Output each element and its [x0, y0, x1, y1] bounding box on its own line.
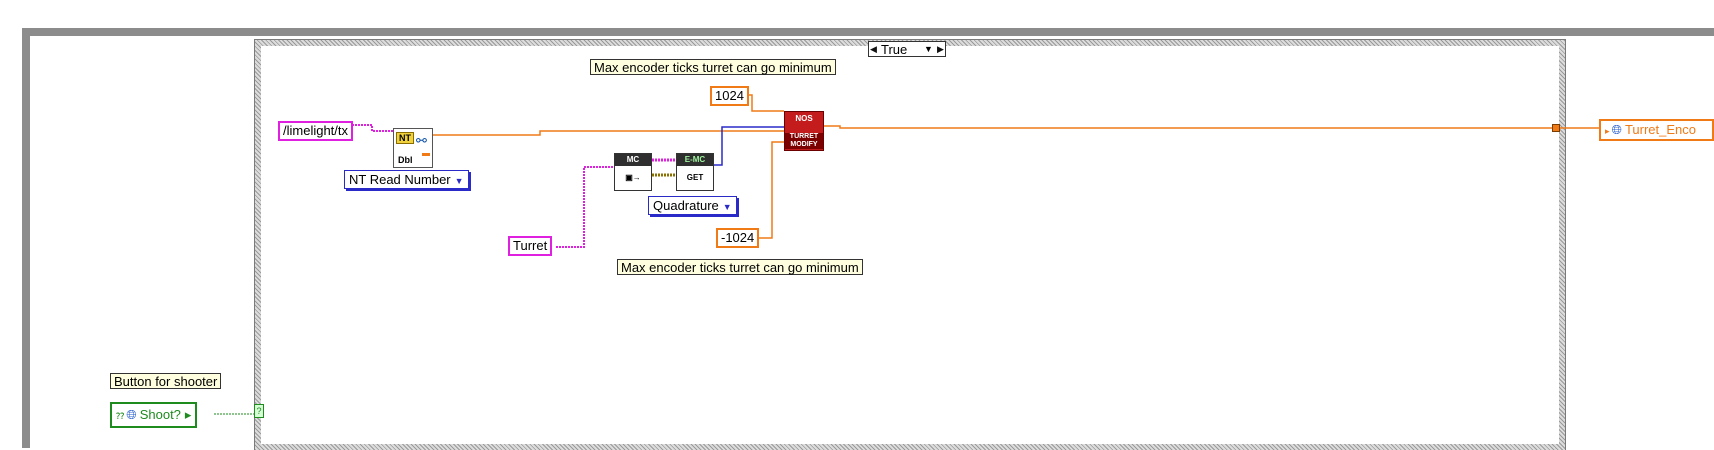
- shoot-control[interactable]: ⁇🌐︎Shoot?▸: [110, 402, 198, 428]
- network-icon: ⚯: [416, 133, 427, 148]
- motor-reference-node[interactable]: MC ▣→: [614, 153, 652, 191]
- encoder-get-label: GET: [686, 173, 704, 182]
- nos-header: NOS: [795, 114, 813, 123]
- case-prev-arrow-icon[interactable]: ◀: [870, 43, 877, 54]
- shoot-control-label: Shoot?: [139, 407, 181, 422]
- motor-reference-header: MC: [615, 154, 651, 166]
- output-tunnel[interactable]: [1552, 124, 1560, 132]
- chevron-down-icon: ▼: [454, 176, 464, 186]
- comment-button-shooter: Button for shooter: [110, 373, 222, 389]
- nt-badge: NT: [396, 132, 414, 144]
- globe-icon: 🌐︎: [126, 407, 137, 422]
- comment-max-ticks-top: Max encoder ticks turret can go minimum: [590, 59, 836, 75]
- reference-arrow-icon: ▣→: [625, 173, 641, 182]
- numeric-output-marker: [422, 153, 430, 156]
- nt-read-selector[interactable]: NT Read Number▼: [344, 170, 469, 189]
- nos-body: TURRET MODIFY: [785, 133, 823, 149]
- case-selector-tunnel[interactable]: ?: [254, 404, 264, 418]
- comment-max-ticks-bottom: Max encoder ticks turret can go minimum: [617, 259, 863, 275]
- nt-read-node[interactable]: NT ⚯ Dbl: [393, 128, 433, 168]
- globe-icon: 🌐︎: [1611, 122, 1622, 137]
- chevron-down-icon: ▼: [722, 202, 732, 212]
- turret-encoder-indicator[interactable]: ▸🌐︎Turret_Enco: [1599, 119, 1714, 141]
- encoder-get-header: E-MC: [677, 154, 713, 166]
- turret-encoder-indicator-label: Turret_Enco: [1624, 122, 1696, 137]
- constant-motor-name[interactable]: Turret: [508, 236, 553, 256]
- constant-nt-path[interactable]: /limelight/tx: [278, 121, 354, 141]
- nos-turret-modify-node[interactable]: NOS TURRET MODIFY: [784, 111, 824, 151]
- indicator-arrow-icon: ▸: [1605, 126, 1610, 136]
- constant-max-ticks[interactable]: 1024: [710, 86, 749, 106]
- case-selector[interactable]: ◀ True ▼ ▶: [868, 41, 946, 57]
- nt-read-selector-value: NT Read Number: [349, 172, 451, 187]
- chevron-down-icon[interactable]: ▼: [924, 44, 933, 54]
- constant-min-ticks[interactable]: -1024: [716, 228, 760, 248]
- case-structure[interactable]: [254, 39, 1566, 450]
- encoder-mode-selector[interactable]: Quadrature▼: [648, 196, 737, 215]
- control-type-icon: ⁇: [116, 411, 125, 421]
- encoder-get-node[interactable]: E-MC GET: [676, 153, 714, 191]
- nt-type-label: Dbl: [398, 155, 413, 165]
- control-arrow-icon: ▸: [184, 407, 192, 422]
- case-selector-value: True: [881, 41, 908, 57]
- case-next-arrow-icon[interactable]: ▶: [937, 43, 944, 54]
- encoder-mode-value: Quadrature: [653, 198, 719, 213]
